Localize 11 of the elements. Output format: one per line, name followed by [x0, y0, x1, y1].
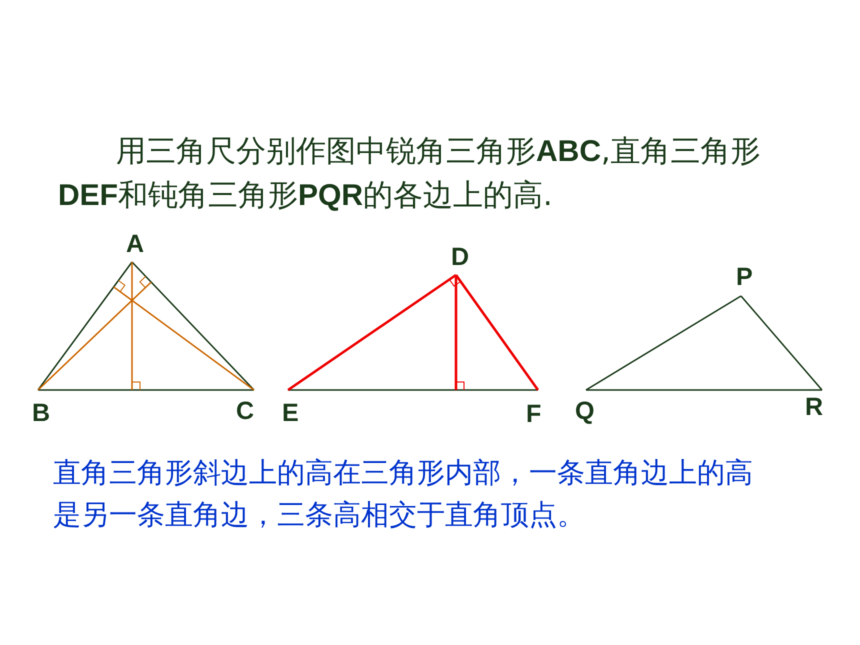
vertex-label: C: [236, 398, 254, 424]
vertex-label: F: [526, 401, 542, 427]
vertex-label: R: [805, 394, 824, 420]
vertex-label: B: [32, 400, 50, 426]
conclusion-text: 直角三角形斜边上的高在三角形内部，一条直角边上的高是另一条直角边，三条高相交于直角顶点。: [53, 455, 754, 533]
vertex-label: Q: [575, 398, 594, 424]
problem-statement: 用三角尺分别作图中锐角三角形ABC,直角三角形DEF和钝角三角形PQR的各边上的高.: [58, 133, 762, 215]
vertex-label: E: [282, 400, 299, 426]
vertex-label: P: [736, 264, 753, 290]
vertex-label: D: [451, 244, 470, 270]
vertex-label: A: [126, 231, 144, 257]
